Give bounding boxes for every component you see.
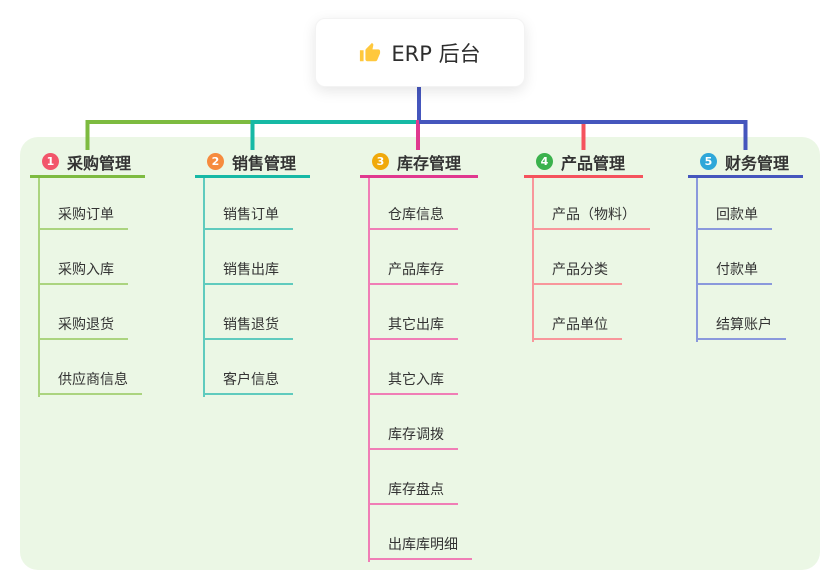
branch-node-1[interactable]: 1 采购管理 <box>30 148 145 178</box>
child-node[interactable]: 出库库明细 <box>368 532 472 560</box>
branch-number-badge: 3 <box>372 153 389 170</box>
branch-node-4[interactable]: 4 产品管理 <box>524 148 643 178</box>
child-node[interactable]: 采购订单 <box>38 202 128 230</box>
branch-label: 财务管理 <box>725 153 790 173</box>
child-node[interactable]: 产品库存 <box>368 257 458 285</box>
branch-label: 采购管理 <box>67 153 132 173</box>
branch-label: 销售管理 <box>232 153 297 173</box>
branch-number-badge: 4 <box>536 153 553 170</box>
branch-number-badge: 2 <box>207 153 224 170</box>
branch-trunk-line <box>203 178 205 397</box>
branch-trunk-line <box>532 178 534 342</box>
child-node[interactable]: 销售出库 <box>203 257 293 285</box>
child-node[interactable]: 其它出库 <box>368 312 458 340</box>
child-node[interactable]: 结算账户 <box>696 312 786 340</box>
child-node[interactable]: 回款单 <box>696 202 772 230</box>
child-node[interactable]: 产品单位 <box>532 312 622 340</box>
child-node[interactable]: 销售订单 <box>203 202 293 230</box>
child-node[interactable]: 产品（物料） <box>532 202 650 230</box>
branch-trunk-line <box>38 178 40 397</box>
child-node[interactable]: 销售退货 <box>203 312 293 340</box>
child-node[interactable]: 库存调拨 <box>368 422 458 450</box>
branch-number-badge: 5 <box>700 153 717 170</box>
branch-trunk-line <box>696 178 698 342</box>
child-node[interactable]: 库存盘点 <box>368 477 458 505</box>
child-node[interactable]: 产品分类 <box>532 257 622 285</box>
child-node[interactable]: 其它入库 <box>368 367 458 395</box>
branch-node-2[interactable]: 2 销售管理 <box>195 148 310 178</box>
branch-number-badge: 1 <box>42 153 59 170</box>
branch-node-3[interactable]: 3 库存管理 <box>360 148 478 178</box>
child-node[interactable]: 采购退货 <box>38 312 128 340</box>
child-node[interactable]: 供应商信息 <box>38 367 142 395</box>
thumbs-up-icon <box>360 42 381 61</box>
root-title: ERP 后台 <box>391 41 481 66</box>
child-node[interactable]: 付款单 <box>696 257 772 285</box>
branches-panel <box>20 137 820 570</box>
root-node[interactable]: ERP 后台 <box>315 18 525 87</box>
branch-label: 库存管理 <box>397 153 462 173</box>
child-node[interactable]: 采购入库 <box>38 257 128 285</box>
branch-label: 产品管理 <box>561 153 626 173</box>
child-node[interactable]: 仓库信息 <box>368 202 458 230</box>
branch-trunk-line <box>368 178 370 562</box>
child-node[interactable]: 客户信息 <box>203 367 293 395</box>
branch-node-5[interactable]: 5 财务管理 <box>688 148 803 178</box>
